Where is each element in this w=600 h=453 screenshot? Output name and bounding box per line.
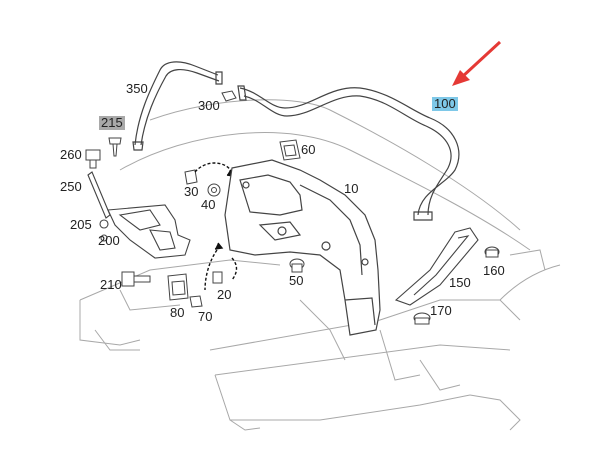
label-70: 70 [198,309,213,324]
label-10: 10 [344,181,359,196]
label-40: 40 [201,197,216,212]
label-80: 80 [170,305,185,320]
part-215-screw [108,137,122,157]
part-20-clip [212,271,223,284]
part-100-seal [237,85,460,221]
label-215: 215 [99,115,125,130]
vehicle-body-outline [79,99,561,431]
label-210: 210 [100,277,122,292]
label-250: 250 [60,179,82,194]
part-150-strut [394,227,479,306]
part-70-clip [189,295,203,308]
red-pointer-arrow [452,40,502,86]
part-80-clip [167,273,189,301]
label-350: 350 [126,81,148,96]
label-160: 160 [483,263,505,278]
part-30-clip [184,169,198,185]
part-350-strap [132,61,223,151]
label-30: 30 [184,184,199,199]
label-150: 150 [449,275,471,290]
part-40-nut [207,183,221,197]
part-60-cap [279,139,301,161]
label-20: 20 [217,287,232,302]
label-200: 200 [98,233,120,248]
label-170: 170 [430,303,452,318]
part-210-bolt [121,271,151,287]
label-300: 300 [198,98,220,113]
label-60: 60 [301,142,316,157]
label-260: 260 [60,147,82,162]
label-100: 100 [432,96,458,111]
part-260-bolt [85,149,101,169]
part-50-grommet [289,258,305,273]
part-170-nut [413,312,431,325]
label-205: 205 [70,217,92,232]
part-200-bracket-assembly [87,171,191,259]
part-160-nut [484,246,500,258]
label-50: 50 [289,273,304,288]
part-10-wheelhouse-panel [224,159,381,336]
part-300-clip [221,90,237,102]
